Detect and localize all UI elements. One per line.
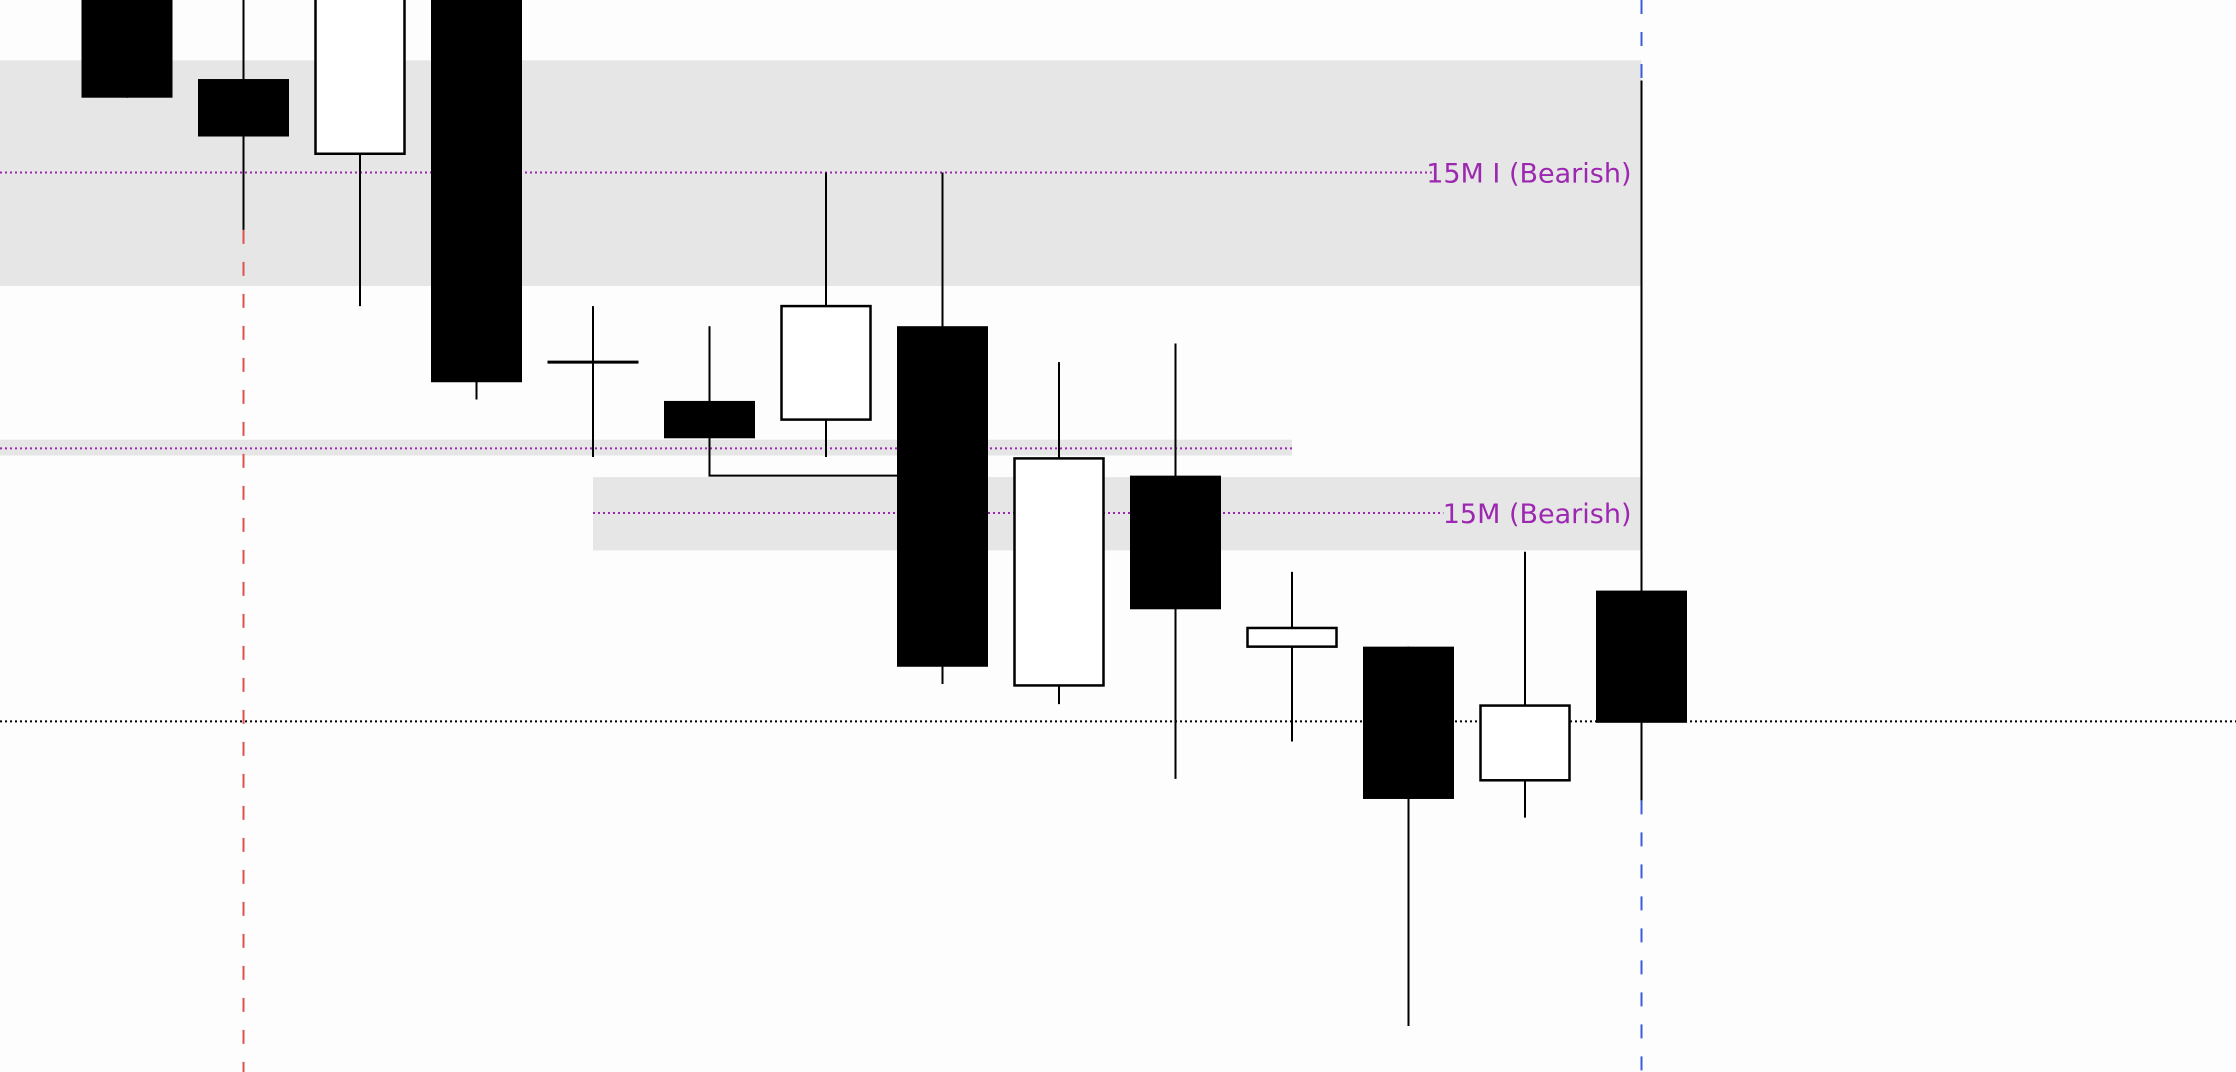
candle <box>1013 362 1105 705</box>
candle <box>664 326 755 439</box>
candle-body-bearish <box>664 400 755 439</box>
candle <box>547 306 639 457</box>
connector-line <box>708 438 943 477</box>
candle-body-bullish <box>314 0 406 156</box>
candle-body-bullish <box>780 304 872 421</box>
candle-body-bearish <box>1596 590 1687 723</box>
candle-body-bearish <box>198 79 289 137</box>
zone-15m-bearish-label: 15M (Bearish) <box>1443 499 1632 530</box>
zone-15m-i-bearish-label: 15M I (Bearish) <box>1426 158 1631 189</box>
candle <box>897 172 988 685</box>
candle-body-bearish <box>431 0 522 383</box>
candles-layer <box>81 0 1687 1027</box>
candle-body-bullish <box>1479 704 1571 782</box>
candle-body-bullish <box>1013 457 1105 687</box>
candle <box>431 0 522 400</box>
candle <box>198 0 289 230</box>
candle-body-bearish <box>897 326 988 667</box>
candle <box>780 172 872 457</box>
candle <box>1363 646 1454 1027</box>
candle <box>314 0 406 307</box>
candle-body-bearish <box>1130 475 1221 610</box>
labels-layer: 15M I (Bearish) 15M (Bearish) <box>1426 158 1631 530</box>
zone-15m-bearish-band <box>593 477 1642 551</box>
candle <box>1596 80 1687 801</box>
candle-body-bearish <box>81 0 173 98</box>
candle <box>81 0 173 98</box>
candle <box>1130 343 1221 779</box>
candle <box>1479 551 1571 818</box>
candle-body-bearish <box>1363 646 1454 799</box>
candle <box>1246 571 1338 742</box>
candle-body-bullish <box>1246 626 1338 648</box>
